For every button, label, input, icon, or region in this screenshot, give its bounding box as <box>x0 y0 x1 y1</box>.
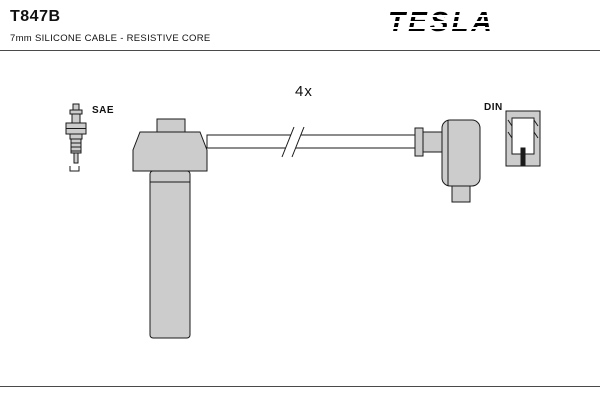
tesla-logo: TESLA <box>384 6 500 38</box>
spark-plug-boot <box>132 118 208 339</box>
logo-stripe-icon <box>384 27 500 29</box>
din-connector <box>414 119 481 203</box>
footer-divider <box>0 386 600 387</box>
spark-plug-icon <box>65 103 87 172</box>
part-number: T847B <box>10 8 61 25</box>
quantity-label: 4x <box>295 83 313 100</box>
product-subtitle: 7mm SILICONE CABLE - RESISTIVE CORE <box>10 33 211 44</box>
ignition-cable <box>206 126 419 158</box>
header-divider <box>0 50 600 51</box>
connector-section-view <box>505 110 541 167</box>
din-label: DIN <box>484 102 503 113</box>
sae-label: SAE <box>92 105 115 116</box>
logo-stripe-icon <box>384 15 500 17</box>
logo-stripe-icon <box>384 21 500 23</box>
